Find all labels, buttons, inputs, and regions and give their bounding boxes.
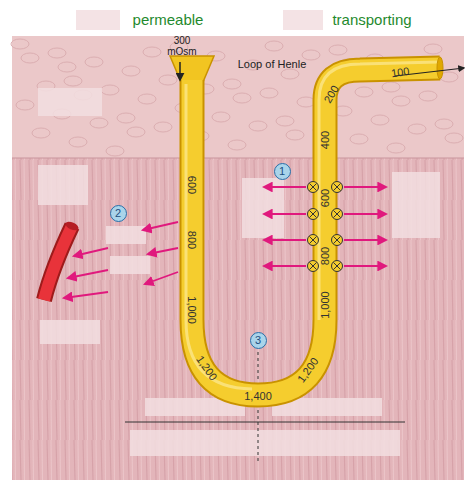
region-label: transporting xyxy=(332,12,411,29)
osmolarity-value: 1,400 xyxy=(244,390,272,402)
callout-circle: 1 xyxy=(274,163,291,180)
section-line xyxy=(258,352,259,381)
osmolarity-value: 600 xyxy=(319,189,331,207)
callout-number: 3 xyxy=(255,335,261,346)
osmolarity-value: 1,000 xyxy=(186,296,198,324)
section-line xyxy=(258,410,259,462)
blank-label-boxes xyxy=(38,10,440,456)
region-label: permeable xyxy=(133,12,204,29)
flow-arrow xyxy=(179,62,181,80)
cortex-cells xyxy=(11,39,463,156)
osmolarity-value: 100 xyxy=(390,65,410,80)
callout-circle: 3 xyxy=(250,332,267,349)
water-arrows xyxy=(64,222,178,298)
osmolarity-value: 600 xyxy=(186,176,198,194)
callout-number: 1 xyxy=(279,166,285,177)
callout-circle: 2 xyxy=(110,205,127,222)
cortex xyxy=(12,36,464,158)
osmolarity-value: 800 xyxy=(319,247,331,265)
loop-of-henle-tube xyxy=(170,56,443,395)
osmolarity-value: 800 xyxy=(186,231,198,249)
callout-number: 2 xyxy=(115,208,121,219)
medulla xyxy=(12,158,464,480)
osmolarity-value: 400 xyxy=(319,131,331,149)
blood-vessel xyxy=(44,226,72,300)
structure-label: Loop of Henle xyxy=(238,58,307,70)
osmolarity-label: 300 mOsm xyxy=(164,35,200,57)
transporter-symbols xyxy=(264,182,386,272)
osmolarity-value: 1,000 xyxy=(319,291,331,319)
baseline-line xyxy=(125,422,405,423)
